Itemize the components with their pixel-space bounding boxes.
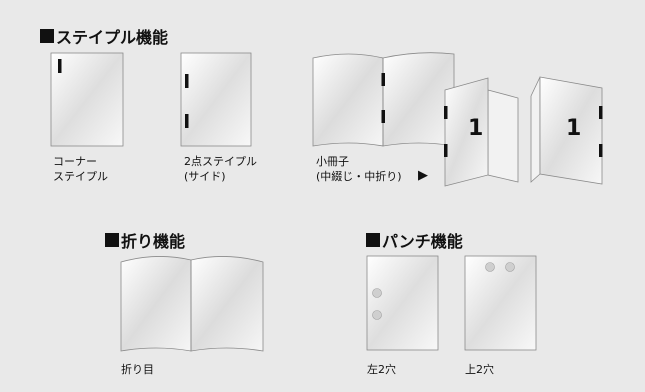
fold-section-title: 折り機能: [105, 228, 185, 252]
staple-section-title: ステイプル機能: [40, 24, 168, 48]
arrow-right-icon: ▶: [418, 168, 428, 183]
fold-caption: 折り目: [121, 363, 154, 376]
heading-square-icon: [366, 233, 380, 247]
staple-mark: [185, 74, 189, 88]
punch-hole: [505, 262, 515, 272]
staple-mark: [185, 114, 189, 128]
two-point-staple-sheet: [180, 52, 252, 147]
punch-top-caption: 上2穴: [465, 363, 494, 376]
punch-left-sheet: [366, 255, 439, 351]
fold-sheet: [120, 256, 264, 352]
punch-hole: [372, 288, 382, 298]
punch-top-sheet: [464, 255, 537, 351]
booklet-caption: 小冊子 (中綴じ・中折り): [316, 155, 402, 183]
staple-mark: [599, 144, 603, 157]
two-point-staple-caption: 2点ステイプル (サイド): [184, 155, 257, 183]
punch-title-text: パンチ機能: [382, 232, 463, 251]
staple-mark: [444, 144, 448, 157]
booklet-page-number-right: 1: [566, 116, 582, 141]
staple-mark: [381, 110, 385, 123]
heading-square-icon: [105, 233, 119, 247]
staple-mark: [599, 106, 603, 119]
punch-hole: [485, 262, 495, 272]
fold-title-text: 折り機能: [121, 232, 186, 251]
punch-left-caption: 左2穴: [367, 363, 396, 376]
heading-square-icon: [40, 29, 54, 43]
corner-staple-sheet: [50, 52, 124, 147]
booklet-folded-right: [530, 76, 603, 185]
staple-mark: [381, 73, 385, 86]
punch-section-title: パンチ機能: [366, 228, 463, 252]
staple-title-text: ステイプル機能: [56, 28, 169, 47]
booklet-folded-left: [444, 77, 519, 187]
staple-mark: [444, 106, 448, 119]
corner-staple-caption: コーナー ステイプル: [53, 155, 108, 183]
staple-mark: [58, 59, 62, 73]
punch-hole: [372, 310, 382, 320]
booklet-open-spread: [312, 52, 455, 147]
booklet-page-number-left: 1: [468, 116, 484, 141]
